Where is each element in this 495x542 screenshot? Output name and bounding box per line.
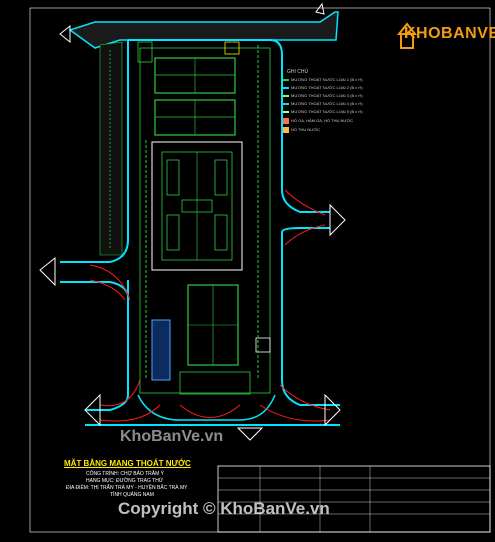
direction-arrow-bottom	[236, 427, 264, 441]
khobanve-logo	[397, 22, 418, 49]
legend-item: MƯƠNG THOÁT NƯỚC LOẠI 1 (B x H)	[291, 77, 363, 82]
watermark-copyright: Copyright © KhoBanVe.vn	[118, 499, 330, 518]
road-top	[68, 11, 339, 49]
drawing-title: MẶT BẰNG MẠNG THOÁT NƯỚC	[64, 459, 191, 468]
direction-arrow-top-left	[59, 24, 71, 44]
legend-item: MƯƠNG THOÁT NƯỚC LOẠI 5 (B x H)	[291, 109, 363, 114]
watermark-top: KhoBanVe.vn	[120, 428, 224, 445]
market-block-2	[154, 99, 236, 136]
market-block-1	[154, 57, 236, 94]
direction-arrow-bottom-left	[84, 393, 101, 427]
drawing-subtitle: CÔNG TRÌNH: CHỢ BẢO TRÂM Ý	[86, 471, 164, 477]
site-boundary	[139, 47, 271, 394]
legend-item: HỐ THU NƯỚC	[291, 127, 320, 132]
legend-swatch	[283, 111, 289, 113]
legend-item: MƯƠNG THOÁT NƯỚC LOẠI 3 (B x H)	[291, 93, 363, 98]
drawing-subtitle: TỈNH QUẢNG NAM	[110, 492, 154, 498]
logo-text: KHOBANVE	[404, 25, 495, 42]
drawing-subtitle: ĐỊA ĐIỂM: THỊ TRẤN TRÀ MY - HUYỆN BẮC TR…	[66, 485, 188, 491]
road-left	[60, 40, 129, 411]
legend-swatch	[283, 103, 289, 105]
title-block	[217, 465, 491, 533]
direction-arrow-left	[39, 256, 56, 287]
legend-swatch	[283, 118, 289, 124]
parking-area	[187, 284, 239, 366]
direction-arrow-right	[329, 203, 346, 237]
legend-swatch	[283, 95, 289, 97]
legend-swatch	[283, 127, 289, 133]
direction-arrow-top-right	[315, 2, 325, 15]
road-right	[128, 39, 340, 406]
market-hall	[151, 141, 243, 271]
legend-title: GHI CHÚ	[287, 69, 309, 75]
drawing-subtitle: HẠNG MỤC: ĐƯỜNG TRAG THỬ	[86, 478, 164, 484]
direction-arrow-bottom-right	[324, 393, 341, 427]
legend-item: MƯƠNG THOÁT NƯỚC LOẠI 2 (B x H)	[291, 85, 363, 90]
left-strip	[99, 41, 123, 256]
legend-swatch	[283, 87, 289, 89]
legend-item: HỐ GA, HẦM GA, HỐ THU NƯỚC	[291, 118, 354, 123]
legend-item: MƯƠNG THOÁT NƯỚC LOẠI 4 (B x H)	[291, 101, 363, 106]
drawing-frame	[29, 7, 491, 533]
legend-swatch	[283, 79, 289, 81]
pump-station	[151, 319, 171, 381]
